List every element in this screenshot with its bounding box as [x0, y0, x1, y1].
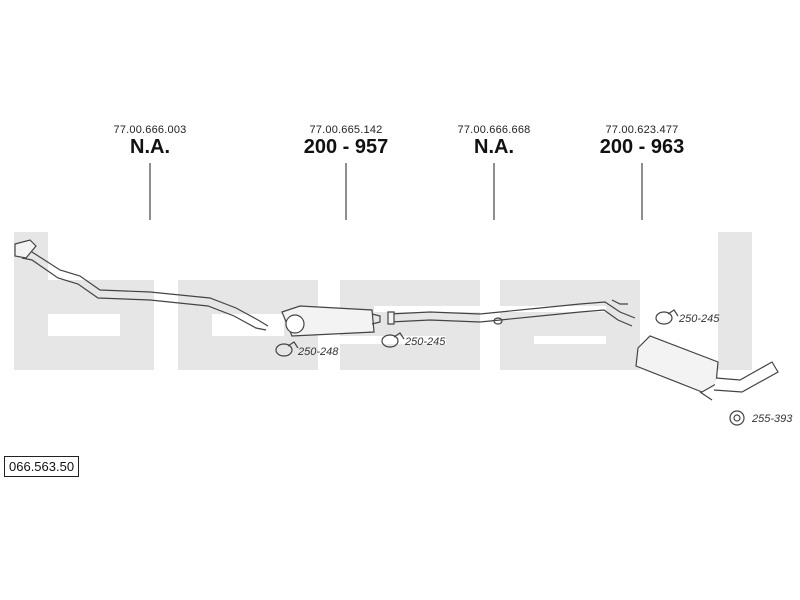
clamp-label: 255-393: [752, 413, 793, 425]
oem-number: 77.00.665.142: [309, 124, 383, 136]
rubber-mount-icon: [729, 410, 745, 426]
clamp-icon: [381, 332, 405, 348]
part-label-middle-pipe: 77.00.666.668 N.A.: [434, 124, 554, 158]
centre-silencer: [281, 305, 381, 337]
part-code: N.A.: [130, 136, 170, 158]
part-label-front-pipe: 77.00.666.003 N.A.: [90, 124, 210, 158]
part-code: 200 - 957: [303, 136, 389, 158]
clamp-icon: [655, 309, 679, 325]
part-label-centre-silencer: 77.00.665.142 200 - 957: [286, 124, 406, 158]
oem-number: 77.00.623.477: [605, 124, 679, 136]
front-pipe: [14, 239, 269, 331]
clamp-label: 250-245: [405, 336, 446, 348]
leader-lines: [149, 163, 643, 220]
part-label-rear-silencer: 77.00.623.477 200 - 963: [582, 124, 702, 158]
clamp-label: 250-248: [298, 346, 339, 358]
middle-pipe: [387, 299, 636, 327]
reference-number: 066.563.50: [4, 456, 80, 477]
clamp-icon: [275, 341, 299, 357]
clamp-label: 250-245: [679, 313, 720, 325]
oem-number: 77.00.666.668: [457, 124, 531, 136]
rear-silencer: [635, 335, 779, 401]
oem-number: 77.00.666.003: [113, 124, 187, 136]
part-code: 200 - 963: [599, 136, 685, 158]
part-code: N.A.: [474, 136, 514, 158]
